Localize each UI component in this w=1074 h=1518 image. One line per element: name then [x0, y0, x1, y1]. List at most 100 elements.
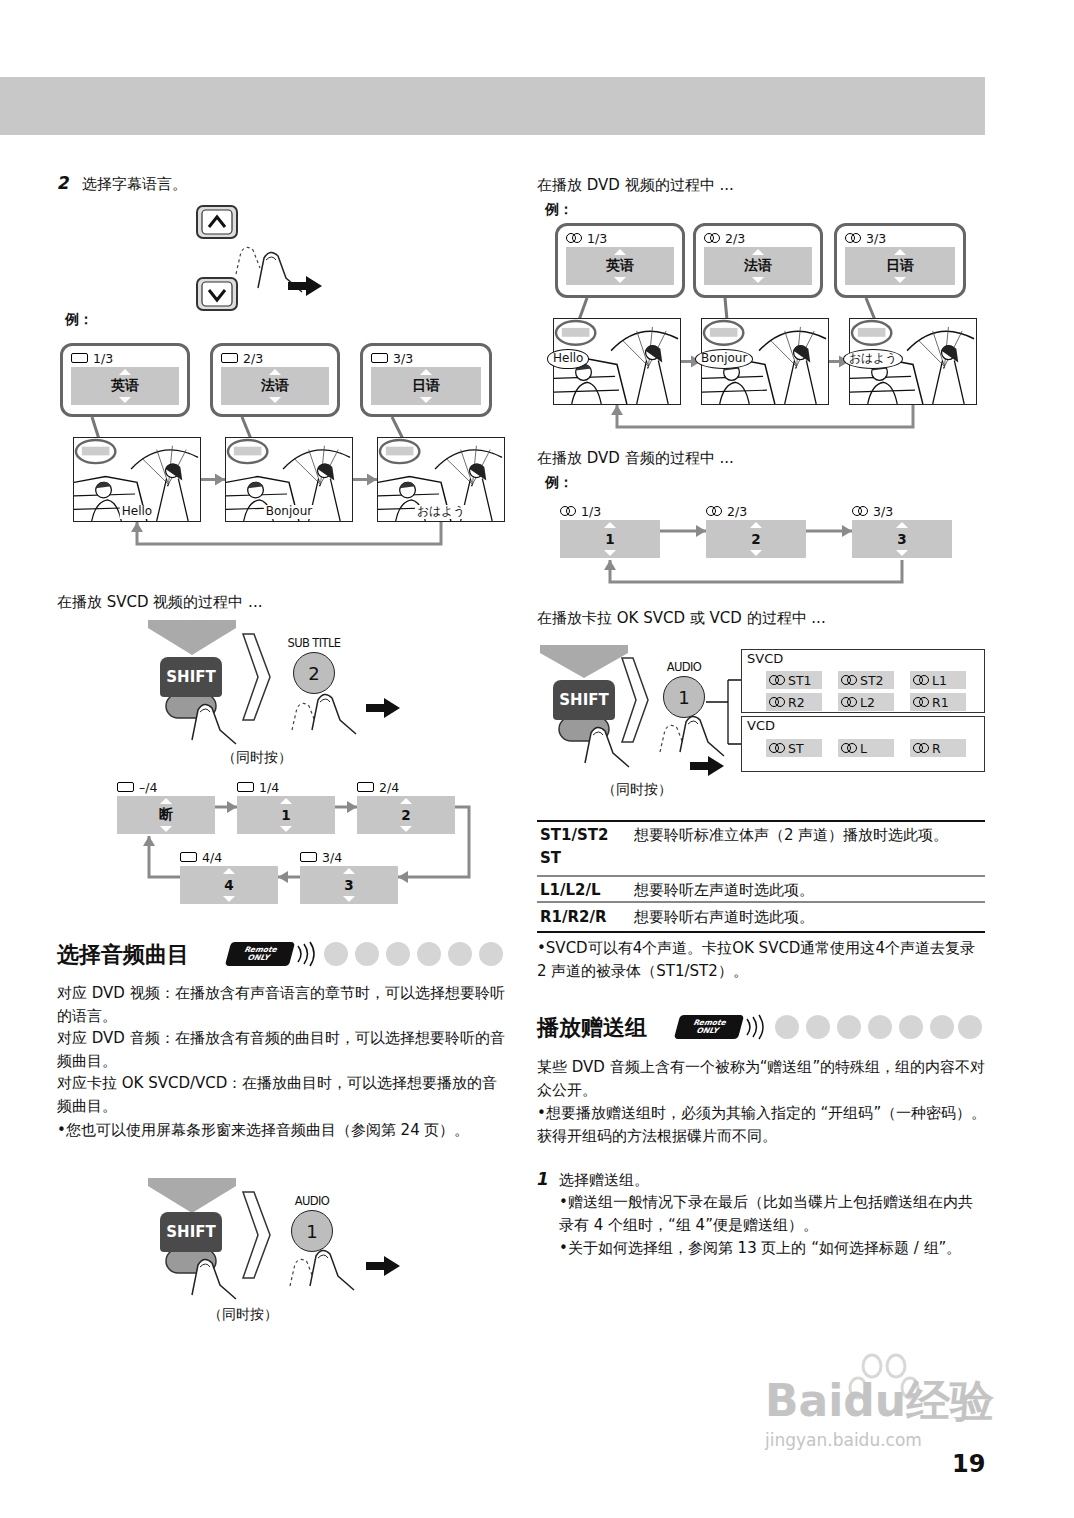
- arrow-head: [227, 801, 237, 813]
- round-button: 1: [291, 1210, 333, 1252]
- connector: [866, 298, 875, 320]
- subtitle-icon: [371, 353, 388, 363]
- icon-ring: [847, 697, 857, 707]
- popup-header: 3/3: [371, 349, 481, 367]
- icon-ring: [572, 233, 582, 243]
- channel-name: R2: [788, 695, 805, 710]
- selection-bar: 法语: [704, 247, 812, 285]
- item-node: R: [910, 739, 966, 757]
- scrL-node: おはよう: [377, 437, 505, 522]
- text-label: 选择音频曲目: [57, 938, 189, 971]
- badge-text: Remote ONLY: [690, 1019, 728, 1035]
- item-node: ST: [766, 739, 822, 757]
- connector: [335, 801, 357, 813]
- text-label: L1/L2/L: [540, 879, 601, 902]
- icon-ring: [704, 233, 714, 243]
- track-number: 2/3: [243, 351, 263, 366]
- selection-bar: 2: [357, 796, 455, 834]
- selection-value: 日语: [412, 377, 440, 395]
- text-label: 对应 DVD 音频：在播放含有音频的曲目时，可以选择想要聆听的音频曲目。: [57, 1027, 509, 1072]
- subtitle-icon: [300, 852, 317, 862]
- down-triangle: [223, 896, 235, 902]
- icon-ring: [858, 506, 868, 516]
- connector: [660, 525, 706, 537]
- text-label: Baidu经验: [765, 1368, 994, 1434]
- icon-ring: [841, 697, 851, 707]
- icon-ring: [851, 233, 861, 243]
- selection-value: 2: [751, 531, 760, 547]
- text-label: 在播放 DVD 音频的过程中 ...: [537, 447, 734, 470]
- shift-node: SHIFT: [160, 1212, 222, 1252]
- text-label: •赠送组一般情况下录在最后（比如当碟片上包括赠送组在内共录有 4 个组时，“组 …: [559, 1191, 987, 1236]
- up-triangle: [896, 522, 908, 528]
- down-triangle: [119, 397, 131, 403]
- popup-header: 2/3: [704, 229, 812, 247]
- connector: [611, 405, 913, 427]
- subtitle-text: Hello: [120, 505, 154, 519]
- track-number: 3/4: [322, 850, 342, 865]
- popup-header: –/4: [117, 778, 215, 796]
- subtitle-text: おはよう: [843, 349, 903, 369]
- arrow-head: [347, 801, 357, 813]
- up-triangle: [223, 868, 235, 874]
- channel-name: L: [860, 741, 867, 756]
- up-triangle: [894, 249, 906, 255]
- subtitle-icon: [357, 782, 374, 792]
- audio-icon: [841, 743, 857, 753]
- subtitle-text: Bonjour: [695, 349, 753, 369]
- connector: [143, 836, 180, 877]
- button-number: 1: [678, 687, 689, 708]
- popup-header: 2/3: [221, 349, 329, 367]
- text-label: •您也可以使用屏幕条形窗来选择音频曲目（参阅第 24 页）。: [57, 1119, 509, 1142]
- connector-line: [866, 298, 875, 320]
- subtitle-icon: [71, 353, 88, 363]
- popup-header: 3/3: [845, 229, 955, 247]
- selection-bar: 1: [237, 796, 335, 834]
- arrow-head: [842, 525, 852, 537]
- subtitle-text: おはよう: [415, 505, 467, 519]
- button-label: SHIFT: [559, 691, 608, 709]
- panel-title: SVCD: [747, 650, 783, 668]
- track-number: 2/3: [727, 504, 747, 519]
- panel-node: VCDSTLR: [741, 716, 985, 772]
- track-number: 1/3: [587, 231, 607, 246]
- selection-bar: 4: [180, 866, 278, 904]
- down-triangle: [752, 277, 764, 283]
- down-triangle: [269, 397, 281, 403]
- connector: [392, 417, 403, 439]
- arrow-head: [367, 474, 377, 486]
- audio-icon: [704, 233, 720, 243]
- selection-bar: 1: [560, 520, 660, 558]
- item-node: L1: [910, 671, 966, 689]
- channel-name: R: [932, 741, 941, 756]
- pop-node: 2/3法语: [693, 223, 823, 298]
- selection-bar: 断: [117, 796, 215, 834]
- icon-ring: [566, 506, 576, 516]
- selection-bar: 日语: [371, 367, 481, 405]
- down-triangle: [400, 826, 412, 832]
- track-number: 2/4: [379, 780, 399, 795]
- button-name: AUDIO: [295, 1194, 330, 1208]
- selection-bar: 法语: [221, 367, 329, 405]
- arrow-head: [131, 522, 143, 532]
- screen-scene: [74, 440, 198, 521]
- subtitle-icon: [237, 782, 254, 792]
- icon-ring: [769, 697, 779, 707]
- text-label: •关于如何选择组，参阅第 13 页上的 “如何选择标题 / 组”。: [559, 1237, 987, 1260]
- text-label: 在播放 DVD 视频的过程中 ...: [537, 174, 734, 197]
- round-node: AUDIO 1: [276, 1194, 348, 1262]
- audio-icon: [841, 675, 857, 685]
- selection-value: 3: [344, 877, 353, 893]
- selection-bar: 英语: [566, 247, 674, 285]
- icon-ring: [913, 743, 923, 753]
- selection-value: 法语: [261, 377, 289, 395]
- connector: [604, 560, 902, 582]
- badge-node: Remote ONLY: [674, 1015, 744, 1039]
- arrow-head: [604, 560, 616, 570]
- track-number: 1/3: [93, 351, 113, 366]
- text-label: 1: [537, 1167, 549, 1193]
- up-triangle: [750, 522, 762, 528]
- selection-value: 2: [401, 807, 410, 823]
- connector: [131, 522, 441, 544]
